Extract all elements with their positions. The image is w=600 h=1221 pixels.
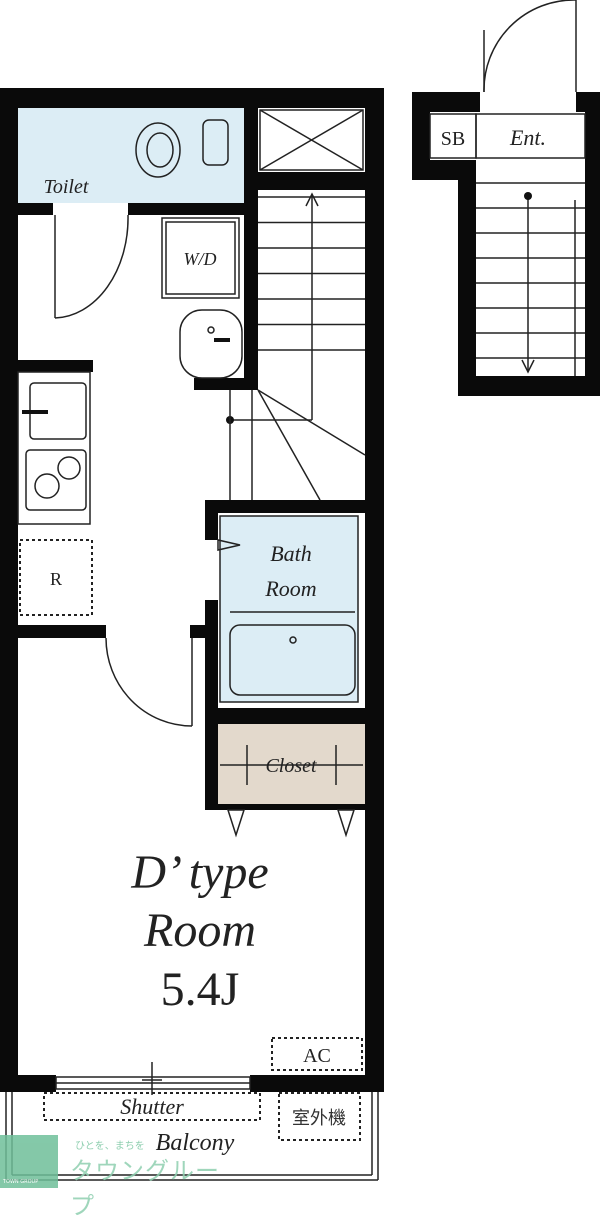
toilet-area <box>18 108 244 203</box>
bath-label-2: Room <box>264 576 316 601</box>
ac-box <box>271 1037 363 1071</box>
tree-logo-icon: TOWN GROUP <box>0 1135 58 1188</box>
entrance-area <box>475 113 586 159</box>
staircase <box>226 192 366 501</box>
bathtub <box>217 539 356 696</box>
washer-label: W/D <box>184 249 217 269</box>
fridge-space <box>19 539 93 616</box>
washer-dryer-space <box>161 217 240 299</box>
window[interactable] <box>55 1062 251 1095</box>
toilet-icon <box>135 119 229 178</box>
entrance-walls <box>412 92 600 396</box>
ac-label: AC <box>303 1045 331 1067</box>
bath-label-1: Bath <box>270 541 312 566</box>
entrance-label: Ent. <box>509 125 546 150</box>
room-label: Room <box>143 904 256 957</box>
floor-plan: W/D R <box>0 0 600 1181</box>
outdoor-unit-label: 室外機 <box>292 1108 346 1129</box>
room-type-label: D’ type <box>130 846 268 899</box>
closet-doors[interactable] <box>220 745 363 838</box>
toilet-door[interactable] <box>54 214 129 319</box>
shaft-box <box>259 109 364 171</box>
balcony-label: Balcony <box>156 1130 235 1156</box>
room-door[interactable] <box>105 637 193 727</box>
entrance-door[interactable] <box>483 0 577 93</box>
toilet-label: Toilet <box>44 176 89 198</box>
logo-tagline: ひとを、まちを <box>75 1141 145 1152</box>
shoe-box-label: SB <box>441 128 465 150</box>
shutter-label: Shutter <box>120 1094 184 1119</box>
kitchen-counter <box>17 371 91 525</box>
logo-name-en: TOWN GROUP <box>3 1179 39 1185</box>
fridge-label: R <box>50 569 62 589</box>
walls <box>0 88 384 1092</box>
balcony-rail <box>5 1092 379 1181</box>
closet-label: Closet <box>265 755 317 777</box>
sink-icon <box>179 309 243 379</box>
room-size-label: 5.4J <box>161 963 240 1016</box>
company-logo: TOWN GROUP ひとを、まちを タウングループ <box>0 1135 240 1220</box>
logo-name: タウングループ <box>70 1157 220 1220</box>
entrance-staircase <box>476 182 585 376</box>
bath-area <box>219 515 359 703</box>
shutter-box <box>43 1092 261 1121</box>
outdoor-unit-box <box>278 1092 361 1141</box>
